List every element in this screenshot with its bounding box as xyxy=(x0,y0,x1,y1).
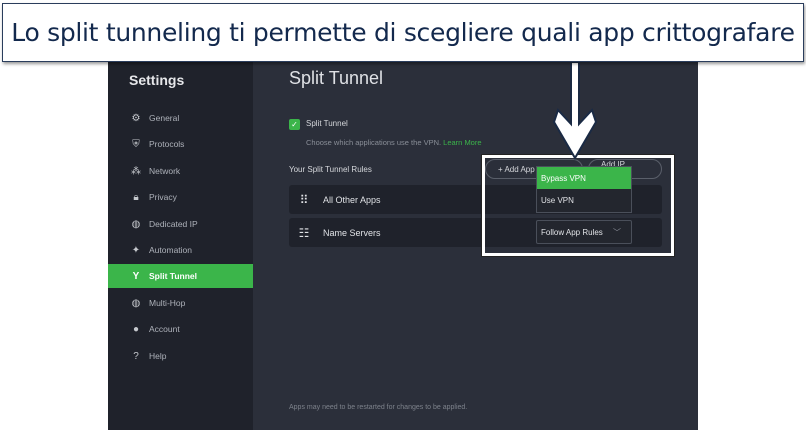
sidebar-item-split-tunnel[interactable]: Y Split Tunnel xyxy=(108,264,253,288)
learn-more-link[interactable]: Learn More xyxy=(443,138,482,147)
footer-note: Apps may need to be restarted for change… xyxy=(289,404,468,411)
checkbox-label: Split Tunnel xyxy=(306,119,348,128)
option-bypass-vpn[interactable]: Bypass VPN xyxy=(537,167,631,189)
description-text: Choose which applications use the VPN. xyxy=(306,138,442,147)
globe-icon: ◍ xyxy=(131,218,141,230)
apps-grid-icon: ⠿ xyxy=(299,192,309,207)
sidebar-item-label: Dedicated IP xyxy=(149,219,198,229)
option-use-vpn[interactable]: Use VPN xyxy=(541,195,574,205)
sidebar-item-label: Help xyxy=(149,351,167,361)
sidebar-item-label: Account xyxy=(149,324,180,334)
sidebar-item-label: Network xyxy=(149,166,181,176)
sidebar-title: Settings xyxy=(129,72,185,88)
lightbulb-icon: ✦ xyxy=(131,244,141,256)
sidebar-item-label: Split Tunnel xyxy=(149,271,198,281)
sidebar-item-protocols[interactable]: ⛨ Protocols xyxy=(108,132,253,156)
rule-dropdown: Bypass VPN Use VPN xyxy=(536,166,632,213)
sidebar-item-multi-hop[interactable]: ◍ Multi-Hop xyxy=(108,291,253,315)
lock-icon: 🔒︎ xyxy=(133,191,139,203)
sidebar: Settings ⚙ General ⛨ Protocols ⁂ Network 🔒︎… xyxy=(108,58,253,430)
globe-icon: ◍ xyxy=(131,297,141,309)
help-icon: ? xyxy=(133,350,139,362)
sidebar-item-account[interactable]: ● Account xyxy=(108,317,253,341)
main-panel: Split Tunnel ✓ Split Tunnel Choose which… xyxy=(253,58,698,430)
sidebar-item-label: General xyxy=(149,113,180,123)
split-icon: Y xyxy=(132,270,140,282)
chevron-down-icon: ﹀ xyxy=(613,227,621,237)
settings-window: Settings ⚙ General ⛨ Protocols ⁂ Network 🔒︎… xyxy=(108,58,698,430)
name-servers-select[interactable]: Follow App Rules ﹀ xyxy=(536,220,632,244)
sidebar-item-label: Automation xyxy=(149,245,192,255)
sidebar-item-label: Protocols xyxy=(149,139,185,149)
sidebar-item-label: Multi-Hop xyxy=(149,298,186,308)
sidebar-item-privacy[interactable]: 🔒︎ Privacy xyxy=(108,185,253,209)
user-icon: ● xyxy=(132,323,140,335)
network-icon: ⁂ xyxy=(131,165,141,177)
caption-banner: Lo split tunneling ti permette di scegli… xyxy=(2,3,804,62)
row-label: Name Servers xyxy=(323,227,381,238)
protocols-icon: ⛨ xyxy=(132,138,140,150)
sidebar-item-network[interactable]: ⁂ Network xyxy=(108,159,253,183)
sidebar-item-label: Privacy xyxy=(149,192,177,202)
rules-heading: Your Split Tunnel Rules xyxy=(289,165,372,174)
sidebar-item-general[interactable]: ⚙ General xyxy=(108,106,253,130)
sidebar-item-automation[interactable]: ✦ Automation xyxy=(108,238,253,262)
arrow-down-icon xyxy=(552,62,598,160)
gear-icon: ⚙ xyxy=(131,112,141,124)
sidebar-item-help[interactable]: ? Help xyxy=(108,344,253,368)
sidebar-item-dedicated-ip[interactable]: ◍ Dedicated IP xyxy=(108,212,253,236)
server-icon: ☷ xyxy=(298,225,310,240)
description: Choose which applications use the VPN. L… xyxy=(306,138,482,147)
page-title: Split Tunnel xyxy=(289,68,384,88)
highlight-box xyxy=(481,154,675,257)
split-tunnel-checkbox[interactable]: ✓ xyxy=(289,119,300,130)
select-value: Follow App Rules xyxy=(541,227,603,237)
row-label: All Other Apps xyxy=(323,194,381,205)
